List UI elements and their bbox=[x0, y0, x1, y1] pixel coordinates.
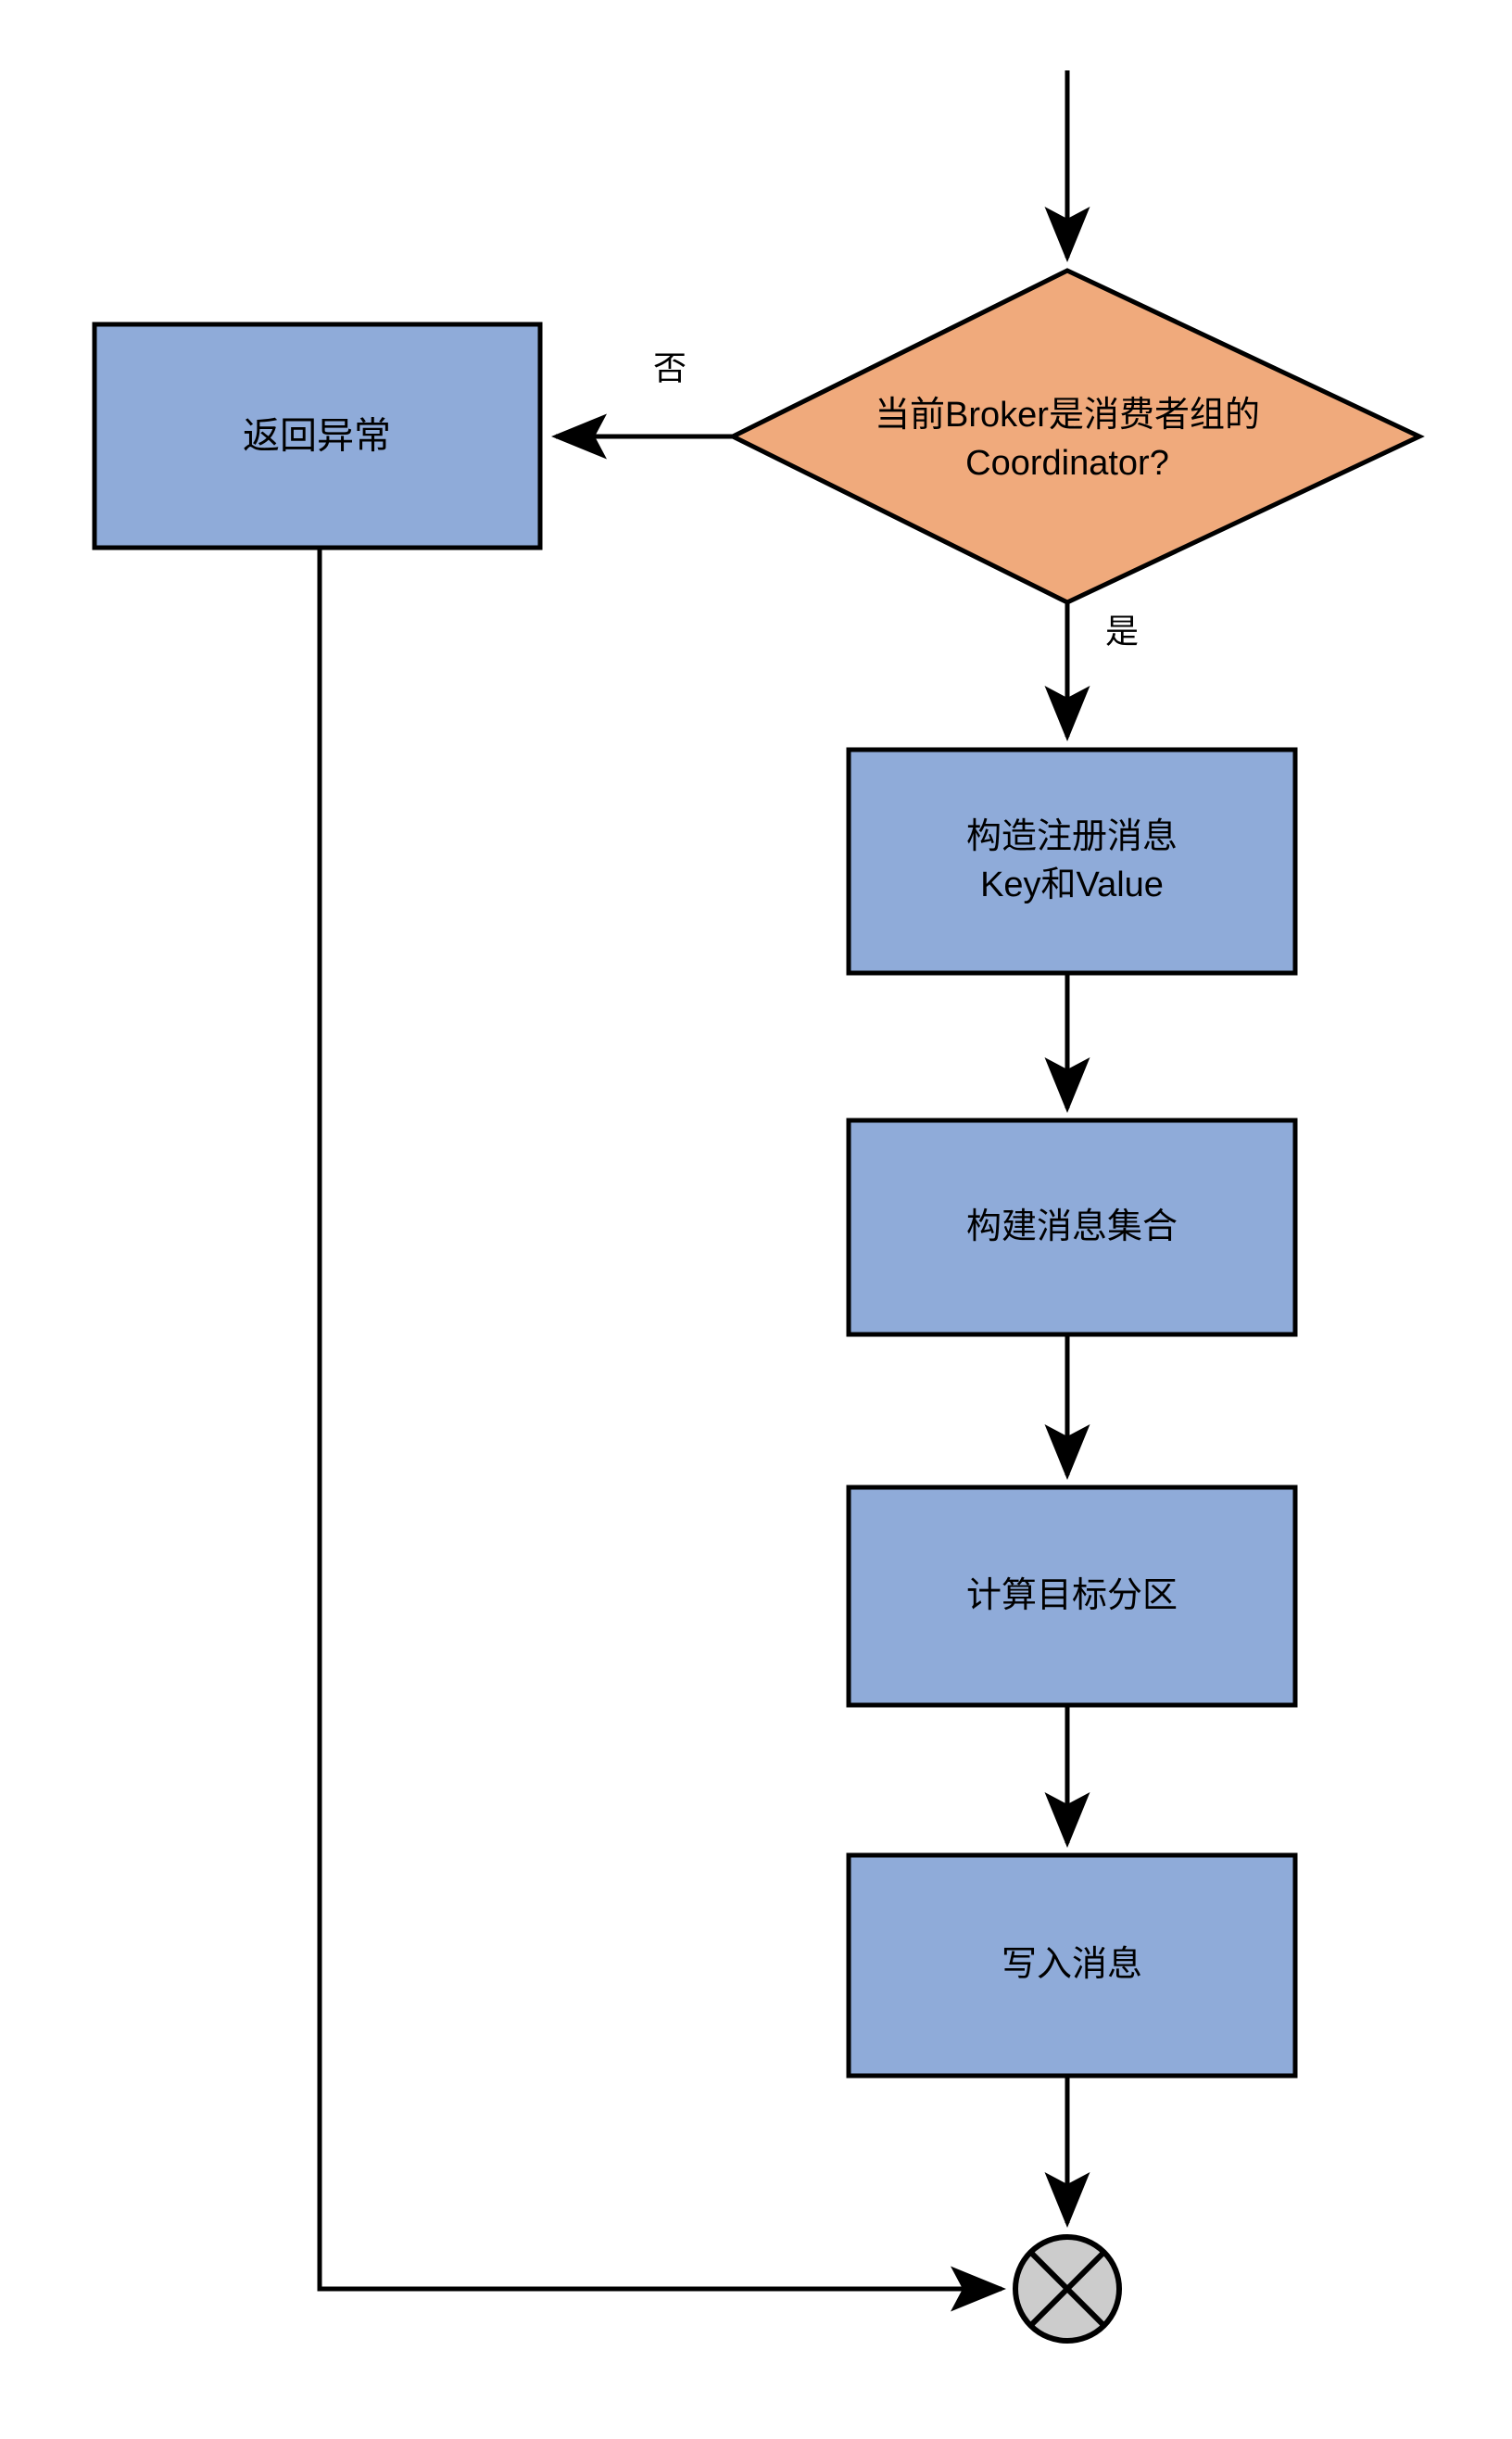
node-label-build-kv-line2: Key和Value bbox=[980, 866, 1164, 904]
node-build-message-set[interactable]: 构建消息集合 bbox=[846, 1118, 1298, 1337]
edge-decision-to-return-exception: 否 bbox=[551, 349, 733, 460]
edge-decision-to-build-kv: 是 bbox=[1044, 602, 1139, 741]
node-label-decision-line1: 当前Broker是消费者组的 bbox=[875, 396, 1260, 435]
end-cross-icon bbox=[1027, 2249, 1107, 2329]
node-write-message[interactable]: 写入消息 bbox=[846, 1852, 1298, 2079]
node-label-decision-line2: Coordinator? bbox=[965, 444, 1169, 483]
node-build-key-value[interactable]: 构造注册消息 Key和Value bbox=[846, 747, 1298, 976]
node-label-build-kv-line1: 构造注册消息 bbox=[966, 817, 1178, 856]
node-label-compute-partition: 计算目标分区 bbox=[966, 1576, 1178, 1615]
node-return-exception[interactable]: 返回异常 bbox=[92, 322, 543, 550]
node-decision-coordinator[interactable]: 当前Broker是消费者组的 Coordinator? bbox=[727, 268, 1425, 605]
node-label-return-exception: 返回异常 bbox=[243, 416, 391, 457]
edge-label-no: 否 bbox=[653, 349, 687, 387]
edge-return-exception-to-end bbox=[317, 548, 1006, 2312]
node-label-build-message-set: 构建消息集合 bbox=[966, 1207, 1178, 1246]
node-compute-partition[interactable]: 计算目标分区 bbox=[846, 1485, 1298, 1708]
node-label-write-message: 写入消息 bbox=[1002, 1945, 1142, 1984]
node-end-terminator[interactable] bbox=[1013, 2234, 1122, 2344]
edge-label-yes: 是 bbox=[1105, 613, 1139, 651]
